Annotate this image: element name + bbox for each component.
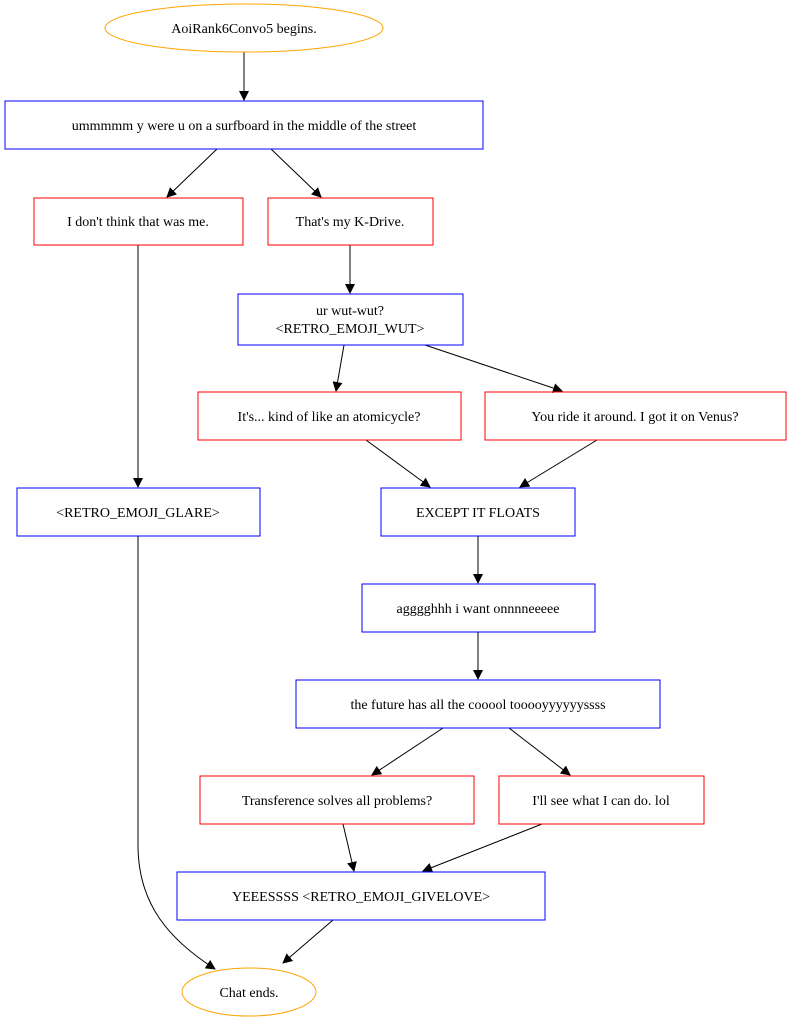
player-choice-node: I don't think that was me. (33, 197, 244, 246)
npc-line-label: YEEESSSS <RETRO_EMOJI_GIVELOVE> (232, 890, 490, 905)
npc-line-label: the future has all the cooool tooooyyyyy… (350, 698, 605, 713)
npc-line-node: agggghhh i want onnnneeeee (361, 583, 596, 633)
player-choice-node: I'll see what I can do. lol (498, 775, 705, 825)
npc-line-label: <RETRO_EMOJI_WUT> (276, 322, 425, 337)
edge-n6-to-c5 (371, 727, 444, 776)
end-node: Chat ends. (181, 967, 317, 1017)
player-choice-node: You ride it around. I got it on Venus? (484, 391, 787, 441)
edge-c3-to-n4 (365, 439, 431, 488)
edge-n3-to-end (137, 536, 216, 970)
player-choice-label: I don't think that was me. (67, 215, 209, 230)
npc-line-node: YEEESSSS <RETRO_EMOJI_GIVELOVE> (176, 871, 546, 921)
npc-line-node: the future has all the cooool tooooyyyyy… (295, 679, 661, 729)
edge-n6-to-c6 (508, 727, 571, 776)
npc-line-label: ur wut-wut? (316, 304, 384, 319)
end-node-label: Chat ends. (219, 986, 278, 1001)
edge-n2-to-c3 (332, 344, 345, 392)
edge-n1-to-c2 (270, 148, 322, 198)
npc-line-label: ummmmm y were u on a surfboard in the mi… (72, 119, 417, 134)
edges (133, 52, 598, 970)
player-choice-node: That's my K-Drive. (267, 197, 434, 246)
edge-n7-to-end (282, 919, 334, 964)
player-choice-label: It's... kind of like an atomicycle? (238, 410, 421, 425)
start-node: AoiRank6Convo5 begins. (104, 3, 384, 53)
edge-c6-to-n7 (422, 823, 543, 873)
start-node-label: AoiRank6Convo5 begins. (171, 22, 316, 37)
player-choice-label: Transference solves all problems? (242, 794, 432, 809)
npc-line-label: EXCEPT IT FLOATS (416, 506, 540, 521)
nodes: AoiRank6Convo5 begins. ummmmm y were u o… (4, 3, 787, 1017)
edge-n2-to-c4 (424, 344, 563, 393)
edge-n1-to-c1 (166, 148, 218, 198)
npc-line-node: ummmmm y were u on a surfboard in the mi… (4, 100, 484, 150)
player-choice-label: I'll see what I can do. lol (532, 794, 670, 809)
npc-line-node: ur wut-wut? <RETRO_EMOJI_WUT> (237, 293, 464, 346)
npc-line-node: <RETRO_EMOJI_GLARE> (16, 487, 261, 537)
npc-line-label: agggghhh i want onnnneeeee (397, 602, 560, 617)
edge-c5-to-n7 (342, 823, 357, 872)
player-choice-label: That's my K-Drive. (296, 215, 405, 230)
player-choice-node: It's... kind of like an atomicycle? (197, 391, 462, 441)
npc-line-node: EXCEPT IT FLOATS (380, 487, 576, 537)
player-choice-node: Transference solves all problems? (199, 775, 475, 825)
edge-c4-to-n4 (519, 439, 598, 488)
npc-line-label: <RETRO_EMOJI_GLARE> (56, 506, 220, 521)
player-choice-label: You ride it around. I got it on Venus? (531, 410, 738, 425)
